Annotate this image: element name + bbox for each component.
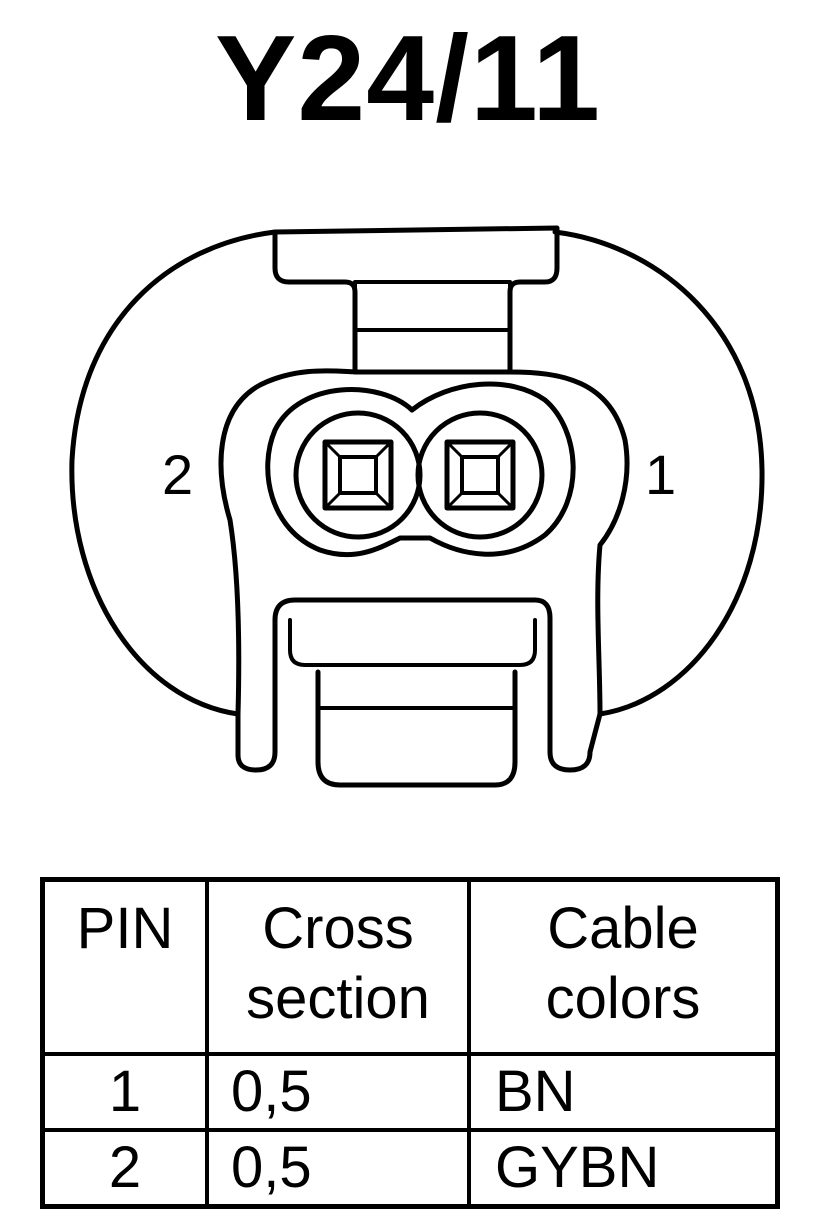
lower-key-plug [315, 669, 518, 788]
pin-2-contact-inner [338, 455, 378, 495]
table-header-row: PIN Cross section Cable colors [40, 877, 780, 1056]
pin-1-contact-inner [460, 455, 500, 495]
pin-surround-outline [265, 381, 576, 558]
pin-assignment-table: PIN Cross section Cable colors 1 0,5 BN … [40, 877, 780, 1209]
cell-pin: 2 [40, 1128, 209, 1209]
cell-cross-section: 0,5 [205, 1128, 471, 1209]
inner-body-outline [218, 368, 630, 717]
table-row: 2 0,5 GYBN [40, 1128, 780, 1209]
pin-1-label: 1 [645, 443, 676, 506]
lower-key-outline [288, 618, 537, 667]
header-cable-colors: Cable colors [467, 877, 780, 1056]
pin-2-label: 2 [162, 443, 193, 506]
cell-cross-section: 0,5 [205, 1052, 471, 1132]
header-pin: PIN [40, 877, 209, 1056]
cell-pin: 1 [40, 1052, 209, 1132]
connector-housing-outline [69, 229, 765, 717]
connector-title: Y24/11 [215, 10, 601, 146]
latch-inner-block [353, 280, 512, 374]
pin-2-circle [293, 410, 423, 540]
header-cross-section: Cross section [205, 877, 471, 1056]
table-row: 1 0,5 BN [40, 1052, 780, 1132]
pin-2-contact-outer [322, 439, 394, 511]
connector-face-diagram: 2 1 [69, 225, 765, 788]
cell-cable-color: BN [467, 1052, 780, 1132]
latch-outline [235, 225, 603, 773]
pin-1-contact-outer [444, 439, 516, 511]
cell-cable-color: GYBN [467, 1128, 780, 1209]
pin-1-circle [415, 410, 545, 540]
